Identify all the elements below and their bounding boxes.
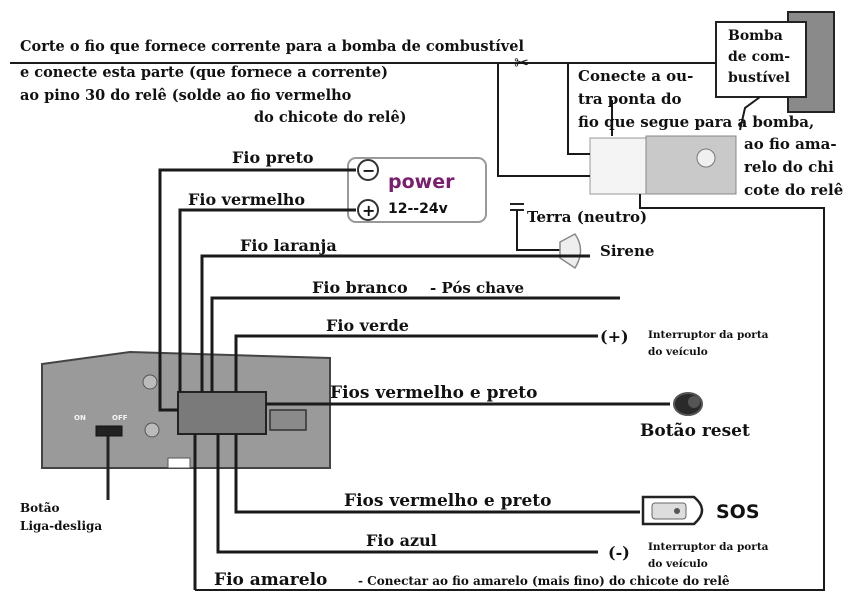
wire-black <box>158 168 356 412</box>
device-screw-bottom <box>144 422 160 438</box>
wire-orange <box>200 254 590 392</box>
connector-block <box>177 391 267 435</box>
ground-label: Terra (neutro) <box>527 208 647 226</box>
wire-label-yellow-note: - Conectar ao fio amarelo (mais fino) do… <box>358 574 730 588</box>
plus-terminal-icon <box>357 199 379 221</box>
switch-on-label: ON <box>74 414 86 422</box>
minus-terminal-icon <box>357 159 379 181</box>
relay-yellow-chicote <box>195 194 825 591</box>
cut-instruction-line-2: e conecte esta parte (que fornece a corr… <box>20 64 388 81</box>
fuel-pump-label-3: bustível <box>728 70 790 86</box>
door-switch-neg-symbol: (-) <box>608 543 630 562</box>
wire-label-yellow: Fio amarelo <box>214 570 327 590</box>
cut-instruction-line-1: Corte o fio que fornece corrente para a … <box>20 38 524 55</box>
door-switch-pos-label-1: Interruptor da porta <box>648 329 769 341</box>
cut-instruction-line-4: do chicote do relê) <box>254 109 407 126</box>
reset-button-cap <box>688 396 700 408</box>
power-switch-toggle[interactable] <box>95 425 123 437</box>
reset-button[interactable] <box>673 392 703 416</box>
wire-label-white: Fio branco <box>312 278 408 297</box>
wire-label-blue: Fio azul <box>366 531 437 550</box>
ground-wire <box>516 210 560 251</box>
wire-label-black: Fio preto <box>232 148 314 167</box>
connect-instruction-line-5: relo do chi <box>744 158 834 176</box>
relay-pin30-wire <box>497 63 590 177</box>
device-tab <box>167 457 191 469</box>
relay-body <box>645 135 737 195</box>
power-box <box>347 157 487 223</box>
relay-pump-wire <box>567 63 590 155</box>
scissors-icon: ✂ <box>514 53 529 74</box>
switch-off-label: OFF <box>112 414 128 422</box>
relay <box>589 135 737 195</box>
power-supply: − + power 12--24v <box>347 157 487 223</box>
wire-label-red-black-2: Fios vermelho e preto <box>344 491 551 511</box>
wire-red-black-sos <box>234 434 640 514</box>
power-voltage: 12--24v <box>388 201 448 217</box>
door-switch-neg-label-2: do veículo <box>648 558 708 570</box>
connect-instruction-line-2: tra ponta do <box>578 90 682 108</box>
tracker-device: ON OFF <box>41 350 331 469</box>
power-switch-label-2: Liga-desliga <box>20 519 102 533</box>
wire-label-orange: Fio laranja <box>240 236 337 255</box>
ground-siren: Terra (neutro) Sirene <box>510 203 654 270</box>
sos-button-dot <box>674 508 680 514</box>
plus-symbol: + <box>362 201 375 220</box>
connect-instruction-line-1: Conecte a ou- <box>578 67 693 85</box>
wire-label-red: Fio vermelho <box>188 190 305 209</box>
pump-return-wire <box>739 96 761 131</box>
device-screw-top <box>142 374 158 390</box>
siren-label: Sirene <box>600 242 654 260</box>
wire-label-green: Fio verde <box>326 316 409 335</box>
connector-port <box>269 409 307 431</box>
door-switch-pos-symbol: (+) <box>600 327 629 346</box>
door-switch-neg-label-1: Interruptor da porta <box>648 541 769 553</box>
fuel-pump-label-1: Bomba <box>728 28 783 44</box>
connect-instruction-line-3: fio que segue para a bomba, <box>578 113 814 131</box>
sos-button-face <box>651 502 687 520</box>
door-switch-pos-label-2: do veículo <box>648 346 708 358</box>
fuel-pump-assembly: Bomba de com- bustível <box>715 11 835 113</box>
wire-white <box>210 296 620 392</box>
connect-instruction-line-6: cote do relê <box>744 181 843 199</box>
connect-instruction-line-4: ao fio ama- <box>744 135 837 153</box>
power-switch-label-1: Botão <box>20 501 59 515</box>
wire-green <box>234 334 598 392</box>
wire-label-red-black-1: Fios vermelho e preto <box>330 383 537 403</box>
minus-symbol: − <box>362 161 375 180</box>
sos-label: SOS <box>716 501 760 523</box>
wire-red <box>178 208 356 392</box>
fuel-pump-box <box>715 21 807 98</box>
reset-label: Botão reset <box>640 421 750 441</box>
wire-label-white-note: - Pós chave <box>430 279 524 297</box>
fuel-pump-wiring: ✂ <box>10 53 825 591</box>
cut-instruction-line-3: ao pino 30 do relê (solde ao fio vermelh… <box>20 87 352 104</box>
relay-body-left <box>589 137 649 195</box>
wire-blue <box>216 434 598 554</box>
harness-wires <box>158 168 670 590</box>
power-label: power <box>388 171 455 193</box>
relay-mount-hole <box>696 148 716 168</box>
sos-button[interactable] <box>641 495 704 526</box>
fuel-pump-label-2: de com- <box>728 49 790 65</box>
siren-icon <box>559 233 582 270</box>
